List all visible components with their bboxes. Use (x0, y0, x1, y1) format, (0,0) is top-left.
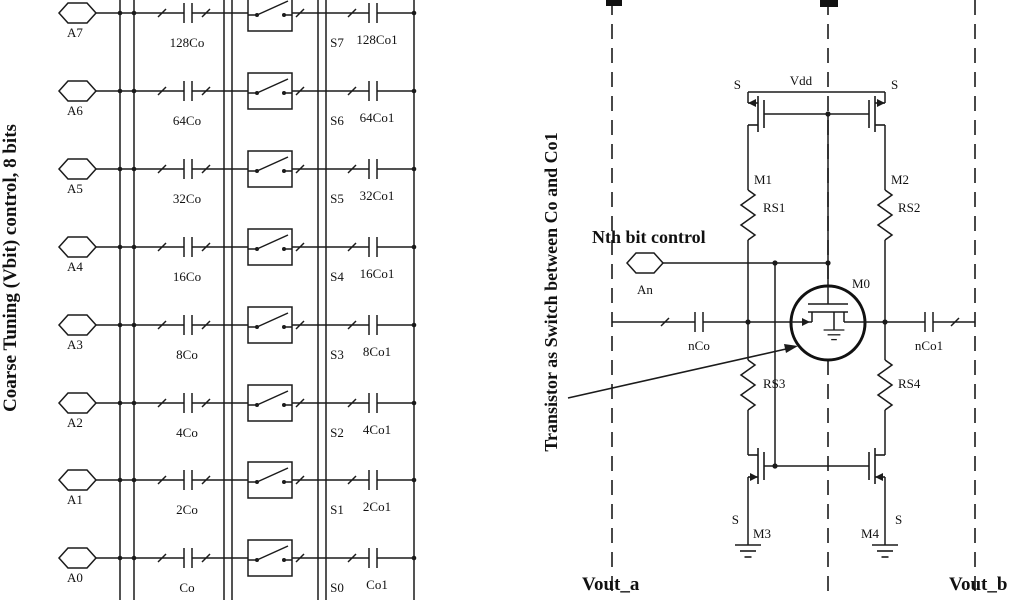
m4-source-label: S (895, 512, 902, 527)
cap-out-label: 4Co1 (363, 422, 391, 437)
cap-out-label: 2Co1 (363, 499, 391, 514)
switch-label: S2 (330, 425, 344, 440)
transistor-switch-annotation: Transistor as Switch between Co and Co1 (541, 132, 561, 451)
control-wiring (625, 111, 831, 469)
cap-label: 128Co (170, 35, 205, 50)
signal-path (612, 284, 975, 362)
m1-label: M1 (754, 172, 772, 187)
bank-row (58, 384, 418, 422)
annotation-arrow (567, 344, 798, 399)
vout-a-label: Vout_a (582, 574, 640, 595)
cap-out-label: 16Co1 (360, 266, 395, 281)
switch-label: S0 (330, 580, 344, 595)
cap-out-label: 8Co1 (363, 344, 391, 359)
nco1-label: nCo1 (915, 338, 943, 353)
cap-out-label: 32Co1 (360, 188, 395, 203)
switch-label: S4 (330, 269, 344, 284)
nth-bit-control-label: Nth bit control (592, 227, 706, 247)
m2-source-label: S (891, 77, 898, 92)
bus-lines (119, 0, 415, 600)
rs4-label: RS4 (898, 376, 921, 391)
cropped-mark (606, 0, 622, 6)
cap-label: 16Co (173, 269, 201, 284)
m3-label: M3 (753, 526, 771, 541)
pin-label-a6: A6 (67, 103, 83, 118)
cap-out-label: Co1 (366, 577, 388, 592)
cropped-mark (820, 0, 838, 7)
bank-row (58, 72, 418, 110)
bias-network (734, 91, 899, 558)
switch-cell-circuit: Vdd S S M1 M2 RS1 RS2 RS3 RS4 M0 An nCo … (541, 0, 1007, 600)
pin-label-a7: A7 (67, 25, 83, 40)
cap-label: 4Co (176, 425, 198, 440)
pin-label-a4: A4 (67, 259, 83, 274)
bank-row (58, 461, 418, 499)
bank-row (58, 539, 418, 577)
m0-label: M0 (852, 276, 870, 291)
vdd-label: Vdd (790, 73, 813, 88)
bank-row (58, 228, 418, 266)
pin-label-a3: A3 (67, 337, 83, 352)
pin-label-a5: A5 (67, 181, 83, 196)
capacitor-bank: A7 128Co S7 128Co1 A6 64Co S6 64Co1 A5 3… (0, 0, 418, 600)
cap-out-label: 128Co1 (356, 32, 397, 47)
bank-row (58, 306, 418, 344)
m2-label: M2 (891, 172, 909, 187)
nco-label: nCo (688, 338, 710, 353)
pin-label-a0: A0 (67, 570, 83, 585)
pin-an-hexagon (625, 252, 665, 274)
cap-label: 32Co (173, 191, 201, 206)
dashed-separators (611, 0, 976, 600)
rs1-label: RS1 (763, 200, 785, 215)
cap-out-label: 64Co1 (360, 110, 395, 125)
switch-label: S7 (330, 35, 344, 50)
switch-label: S1 (330, 502, 344, 517)
coarse-tuning-title: Coarse Tuning (Vbit) control, 8 bits (0, 124, 21, 412)
rs2-label: RS2 (898, 200, 920, 215)
pin-label-a2: A2 (67, 415, 83, 430)
m4-label: M4 (861, 526, 880, 541)
cap-label: 2Co (176, 502, 198, 517)
cap-label: 64Co (173, 113, 201, 128)
vout-b-label: Vout_b (949, 574, 1007, 595)
switch-label: S5 (330, 191, 344, 206)
switch-label: S3 (330, 347, 344, 362)
m3-source-label: S (732, 512, 739, 527)
m1-source-label: S (734, 77, 741, 92)
bank-row (58, 150, 418, 188)
pin-an-label: An (637, 282, 653, 297)
cap-label: Co (179, 580, 194, 595)
cap-label: 8Co (176, 347, 198, 362)
rs3-label: RS3 (763, 376, 785, 391)
pin-label-a1: A1 (67, 492, 83, 507)
bank-row (58, 0, 418, 32)
switch-label: S6 (330, 113, 344, 128)
